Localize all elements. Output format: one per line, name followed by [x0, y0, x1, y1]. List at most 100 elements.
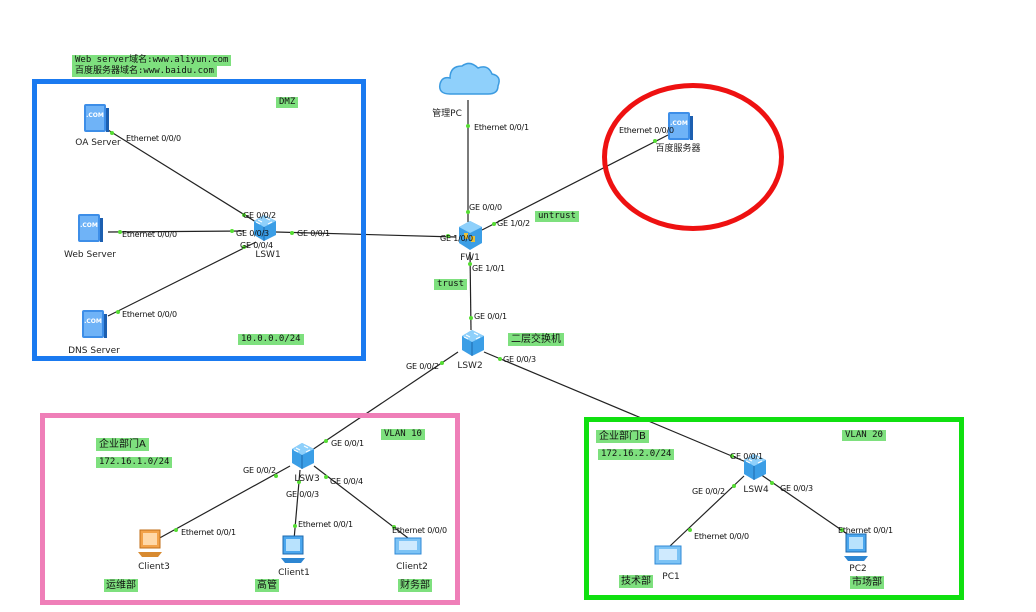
port-dot	[440, 361, 444, 365]
port-dot	[297, 480, 301, 484]
port-label: Ethernet 0/0/0	[126, 134, 181, 143]
link-lsw2-lsw3	[311, 351, 459, 451]
port-label: GE 0/0/1	[297, 229, 330, 238]
port-dot	[116, 310, 120, 314]
port-label: GE 1/0/2	[497, 219, 530, 228]
port-label: GE 0/0/1	[331, 439, 364, 448]
svg-text:.COM: .COM	[80, 222, 98, 229]
lsw2-title: 二层交换机	[508, 333, 564, 346]
port-label: GE 0/0/4	[240, 241, 273, 250]
dept-b-subnet: 172.16.2.0/24	[598, 449, 675, 460]
port-label: GE 0/0/4	[330, 477, 363, 486]
port-dot	[466, 210, 470, 214]
dept-a-name: 企业部门A	[96, 438, 149, 451]
lsw1-name: LSW1	[255, 250, 281, 260]
port-label: GE 0/0/3	[780, 484, 813, 493]
untrust-label: untrust	[535, 211, 579, 222]
port-dot	[770, 481, 774, 485]
port-label: Ethernet 0/0/1	[181, 528, 236, 537]
link-lsw4-pc1	[669, 475, 745, 547]
port-dot	[840, 528, 844, 532]
lsw3-switch-icon[interactable]	[288, 441, 316, 471]
dns-server-icon[interactable]: .COM	[80, 308, 108, 342]
lsw4-switch-icon[interactable]	[740, 452, 768, 482]
lsw3-name: LSW3	[294, 474, 320, 484]
port-label: GE 1/0/1	[472, 264, 505, 273]
port-label: GE 0/0/1	[730, 452, 763, 461]
pc2-icon[interactable]	[842, 530, 872, 564]
pc1-icon[interactable]	[652, 540, 684, 570]
dept-finance: 财务部	[398, 579, 432, 592]
port-label: GE 0/0/3	[286, 490, 319, 499]
port-dot	[324, 475, 328, 479]
cloud-icon[interactable]	[436, 58, 502, 102]
port-dot	[492, 222, 496, 226]
port-dot	[174, 528, 178, 532]
oa-server-name: OA Server	[75, 138, 121, 148]
dept-a-vlan: VLAN 10	[381, 429, 425, 440]
client1-pc-icon[interactable]	[279, 532, 309, 566]
client2-pc-icon[interactable]	[392, 530, 424, 560]
port-label: GE 0/0/1	[474, 312, 507, 321]
port-dot	[118, 230, 122, 234]
svg-text:.COM: .COM	[86, 112, 104, 119]
port-dot	[446, 234, 450, 238]
link-lsw4-pc2	[759, 473, 857, 541]
link-lsw1-fw1	[275, 231, 457, 238]
client3-pc-icon[interactable]	[136, 526, 166, 560]
client1-name: Client1	[278, 568, 310, 578]
port-label: GE 1/0/0	[440, 234, 473, 243]
web-server-name: Web Server	[64, 250, 116, 260]
port-label: GE 0/0/2	[692, 487, 725, 496]
pc2-name: PC2	[849, 564, 867, 574]
dept-market: 市场部	[850, 576, 884, 589]
fw1-name: FW1	[460, 253, 480, 263]
firewall-icon[interactable]	[455, 219, 485, 253]
port-label: GE 0/0/2	[243, 466, 276, 475]
port-label: Ethernet 0/0/0	[694, 532, 749, 541]
lsw2-switch-icon[interactable]	[458, 328, 486, 358]
port-label: GE 0/0/3	[236, 229, 269, 238]
port-dot	[324, 439, 328, 443]
dmz-zone-frame	[32, 79, 366, 361]
dept-tech: 技术部	[619, 575, 653, 588]
port-dot	[230, 229, 234, 233]
port-label: Ethernet 0/0/0	[392, 526, 447, 535]
port-dot	[242, 213, 246, 217]
link-lsw2-lsw4	[483, 351, 747, 463]
lsw1-switch-icon[interactable]	[250, 213, 278, 243]
lsw2-name: LSW2	[457, 361, 483, 371]
port-dot	[293, 524, 297, 528]
port-dot	[732, 484, 736, 488]
dept-exec: 高管	[255, 579, 279, 592]
dept-a-subnet: 172.16.1.0/24	[96, 457, 173, 468]
client3-name: Client3	[138, 562, 170, 572]
web-server-icon[interactable]: .COM	[76, 212, 104, 246]
port-dot	[498, 357, 502, 361]
pc1-name: PC1	[662, 572, 680, 582]
port-label: Ethernet 0/0/1	[838, 526, 893, 535]
port-label: GE 0/0/3	[503, 355, 536, 364]
dmz-label: DMZ	[276, 97, 299, 108]
port-label: Ethernet 0/0/1	[474, 123, 529, 132]
dmz-subnet: 10.0.0.0/24	[238, 334, 304, 345]
port-dot	[110, 131, 114, 135]
dept-ops: 运维部	[104, 579, 138, 592]
oa-server-icon[interactable]: .COM	[82, 102, 110, 136]
lsw4-name: LSW4	[743, 485, 769, 495]
port-dot	[688, 528, 692, 532]
port-label: GE 0/0/2	[406, 362, 439, 371]
port-label: Ethernet 0/0/0	[122, 310, 177, 319]
dept-a-zone-frame	[40, 413, 460, 605]
domain-note-web: Web server域名:www.aliyun.com	[72, 55, 232, 66]
port-label: Ethernet 0/0/0	[619, 126, 674, 135]
baidu-server-name: 百度服务器	[655, 144, 701, 154]
svg-text:.COM: .COM	[670, 120, 688, 127]
domain-note-baidu: 百度服务器域名:www.baidu.com	[72, 66, 217, 77]
port-label: Ethernet 0/0/0	[122, 230, 177, 239]
port-dot	[730, 454, 734, 458]
link-web-lsw1	[107, 230, 245, 233]
baidu-server-icon[interactable]: .COM	[666, 110, 694, 144]
dns-server-name: DNS Server	[68, 346, 120, 356]
